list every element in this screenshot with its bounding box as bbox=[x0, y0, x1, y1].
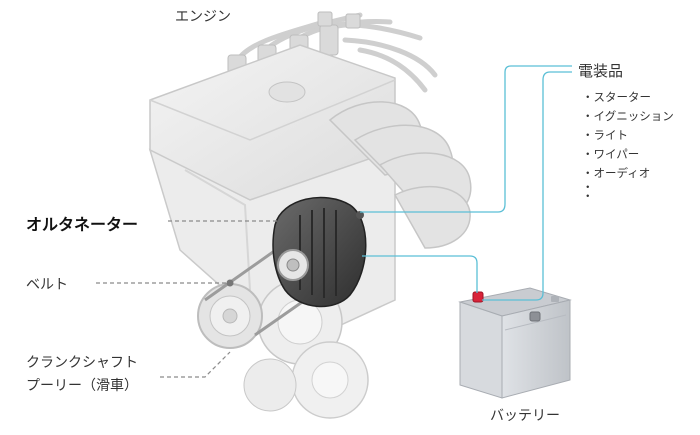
list-item: ・イグニッション bbox=[582, 109, 674, 123]
belt-label: ベルト bbox=[26, 277, 68, 293]
electrical-components-label: 電装品 bbox=[578, 62, 624, 80]
list-item: ・ bbox=[582, 189, 594, 203]
crankshaft-label: クランクシャフト bbox=[26, 355, 138, 371]
list-item: ・ライト bbox=[582, 128, 628, 142]
list-item: ・ワイパー bbox=[582, 147, 640, 161]
pulley-label: プーリー（滑車） bbox=[26, 378, 138, 394]
list-item: ・ bbox=[582, 180, 594, 194]
alternator-label: オルタネーター bbox=[26, 215, 139, 234]
engine-illustration bbox=[148, 11, 472, 419]
belt-pointer-dot bbox=[226, 279, 234, 287]
list-item: ・スターター bbox=[582, 90, 651, 104]
battery-illustration bbox=[458, 287, 572, 399]
electrical-components-list: ・スターター ・イグニッション ・ライト ・ワイパー ・オーディオ ・ ・ bbox=[582, 88, 674, 203]
battery-label: バッテリー bbox=[490, 408, 560, 424]
leader-lines bbox=[96, 220, 280, 378]
list-item: ・オーディオ bbox=[582, 166, 651, 180]
alternator-illustration bbox=[272, 196, 367, 308]
electrical-wires bbox=[360, 65, 572, 301]
engine-label: エンジン bbox=[175, 9, 231, 25]
